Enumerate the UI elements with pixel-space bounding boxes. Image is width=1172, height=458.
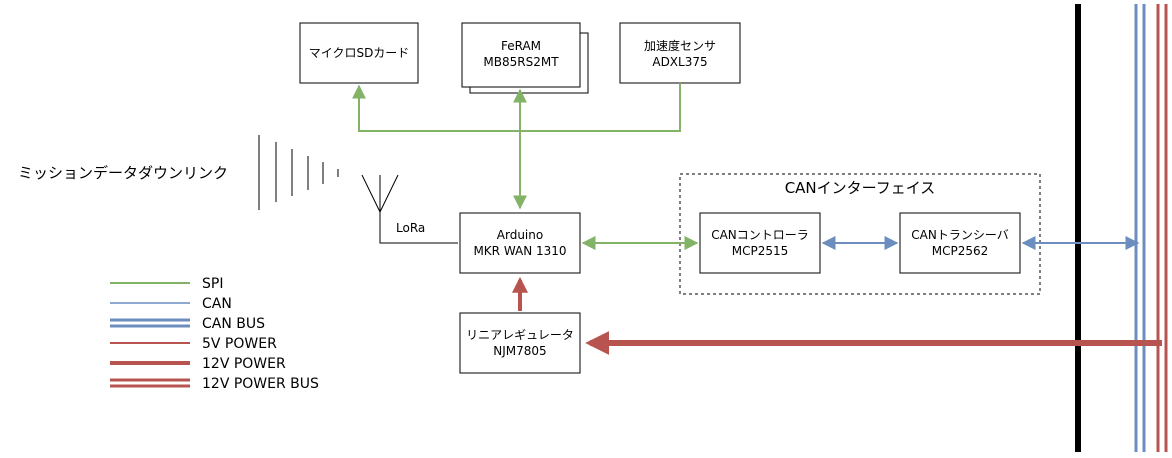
- can-interface-group: CANインターフェイス: [679, 173, 1041, 295]
- can-controller-part: MCP2515: [732, 244, 789, 258]
- antenna-icon: [361, 174, 458, 244]
- radio-wave-icon: [258, 135, 339, 210]
- lora-label: LoRa: [396, 221, 425, 235]
- feram-part: MB85RS2MT: [483, 55, 559, 69]
- accel-label: 加速度センサ: [644, 38, 716, 53]
- power-12v-bus: [1156, 4, 1168, 452]
- microsd-box[interactable]: マイクロSDカード: [299, 22, 419, 84]
- can-interface-label: CANインターフェイス: [785, 179, 936, 197]
- legend-label: 12V POWER: [202, 356, 286, 372]
- can-bus: [1134, 4, 1146, 452]
- arduino-model: MKR WAN 1310: [473, 244, 566, 258]
- can-transceiver-part: MCP2562: [932, 244, 989, 258]
- legend-item-spi: SPI: [110, 276, 223, 292]
- can-transceiver-box[interactable]: CANトランシーバ MCP2562: [899, 212, 1021, 274]
- legend-label: CAN BUS: [202, 316, 265, 332]
- legend: SPI CAN CAN BUS 5V POWER 12V POWER 12V P…: [110, 276, 319, 392]
- regulator-box[interactable]: リニアレギュレータ NJM7805: [459, 312, 581, 374]
- regulator-part: NJM7805: [493, 344, 546, 358]
- regulator-label: リニアレギュレータ: [466, 328, 574, 342]
- feram-label: FeRAM: [501, 39, 541, 53]
- legend-item-can-bus: CAN BUS: [110, 316, 265, 332]
- legend-label: 5V POWER: [202, 336, 277, 352]
- legend-label: 12V POWER BUS: [202, 376, 319, 392]
- legend-label: CAN: [202, 296, 232, 312]
- legend-item-12v-power: 12V POWER: [110, 356, 286, 372]
- microsd-label: マイクロSDカード: [309, 46, 410, 60]
- arduino-box[interactable]: Arduino MKR WAN 1310: [459, 212, 581, 274]
- feram-box[interactable]: FeRAM MB85RS2MT: [461, 22, 589, 94]
- legend-item-can: CAN: [110, 296, 232, 312]
- legend-item-5v-power: 5V POWER: [110, 336, 277, 352]
- can-controller-box[interactable]: CANコントローラ MCP2515: [699, 212, 821, 274]
- downlink-label: ミッションデータダウンリンク: [18, 164, 228, 182]
- legend-label: SPI: [202, 276, 223, 292]
- legend-item-12v-power-bus: 12V POWER BUS: [110, 376, 319, 392]
- spi-bus-lines: [352, 83, 681, 210]
- accel-box[interactable]: 加速度センサ ADXL375: [619, 22, 741, 84]
- arduino-label: Arduino: [497, 228, 543, 242]
- accel-part: ADXL375: [652, 55, 707, 69]
- can-transceiver-label: CANトランシーバ: [911, 228, 1008, 242]
- can-controller-label: CANコントローラ: [711, 228, 809, 242]
